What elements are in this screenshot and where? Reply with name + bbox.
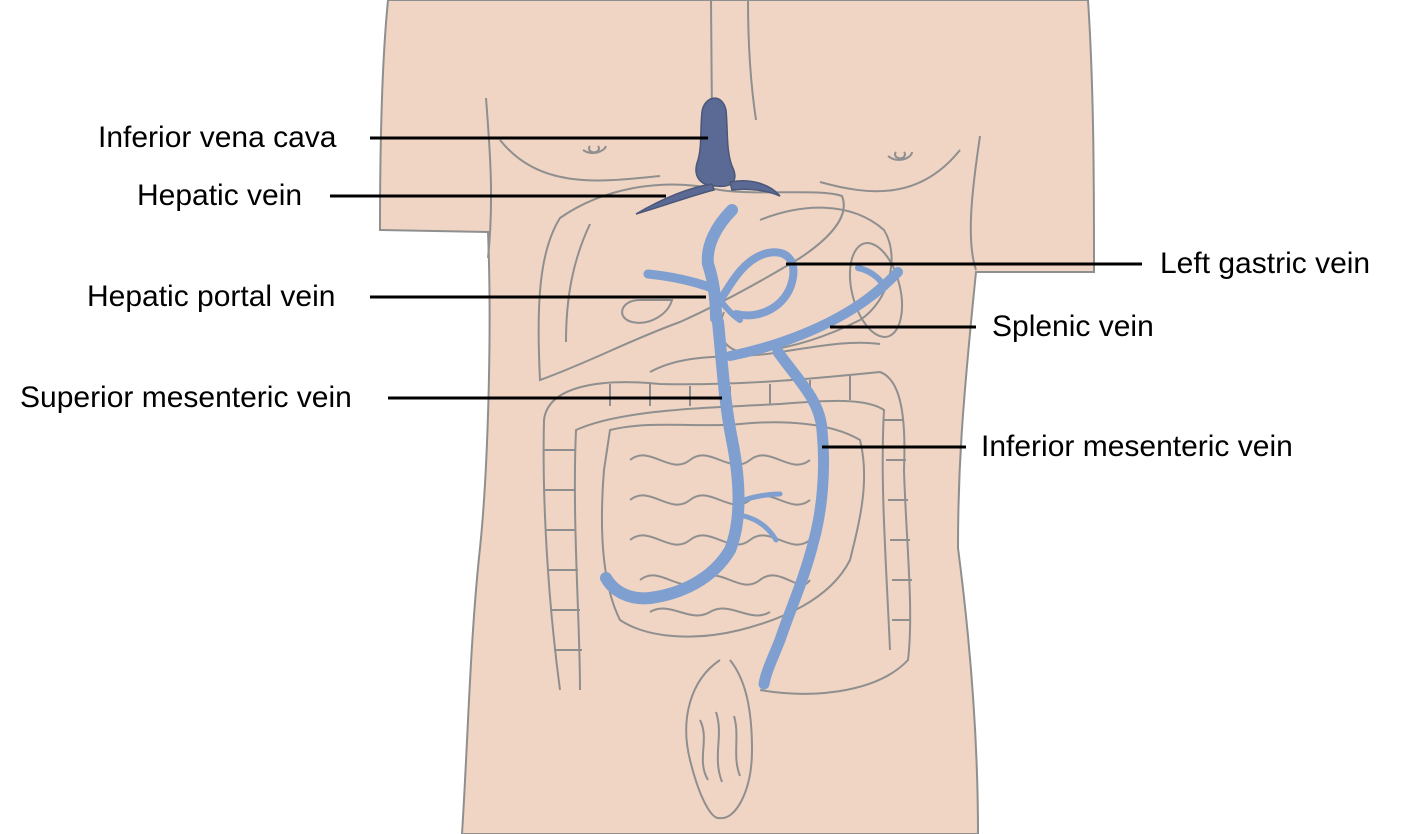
right-arm-line	[969, 135, 981, 271]
liver-lobe-line	[565, 223, 591, 343]
label-superior-mesenteric-vein: Superior mesenteric vein	[20, 381, 352, 414]
left-nipple	[582, 145, 607, 154]
hepatic-vein-left	[635, 183, 715, 215]
rectum-outline	[685, 659, 754, 820]
smv-branch-1	[741, 491, 783, 503]
small-intestine-outline	[600, 421, 866, 638]
label-inferior-vena-cava: Inferior vena cava	[98, 121, 337, 154]
left-arm-line	[485, 97, 493, 259]
portal-vein-network	[600, 204, 903, 690]
superior-mesenteric-vein	[600, 316, 745, 605]
gallbladder	[621, 299, 674, 324]
splenic-vein	[725, 267, 903, 361]
label-splenic-vein: Splenic vein	[992, 310, 1154, 343]
left-gastric-vein	[716, 248, 798, 320]
smv-branch-2	[741, 513, 779, 543]
colon-haustra	[544, 376, 912, 651]
portal-branch-left	[643, 269, 717, 293]
hepatic-portal-vein	[701, 204, 738, 324]
spleen-outline	[848, 242, 904, 338]
splenic-branch	[855, 265, 887, 289]
label-hepatic-portal-vein: Hepatic portal vein	[87, 280, 336, 313]
label-inferior-mesenteric-vein: Inferior mesenteric vein	[981, 430, 1293, 463]
small-intestine-coils	[629, 454, 811, 617]
neck-right-line	[747, 0, 757, 121]
label-left-gastric-vein: Left gastric vein	[1160, 247, 1371, 280]
hepatic-vein-right	[729, 180, 781, 197]
torso-body	[378, 0, 1096, 834]
inferior-mesenteric-vein	[758, 346, 830, 690]
right-nipple	[887, 151, 913, 161]
label-hepatic-vein: Hepatic vein	[137, 179, 303, 212]
rectum-folds	[699, 711, 741, 783]
chest-left-contour	[499, 139, 661, 182]
large-intestine-outline	[542, 370, 912, 695]
liver-outline	[537, 183, 845, 382]
leader-lines	[330, 136, 1142, 449]
chest-right-contour	[819, 149, 961, 193]
